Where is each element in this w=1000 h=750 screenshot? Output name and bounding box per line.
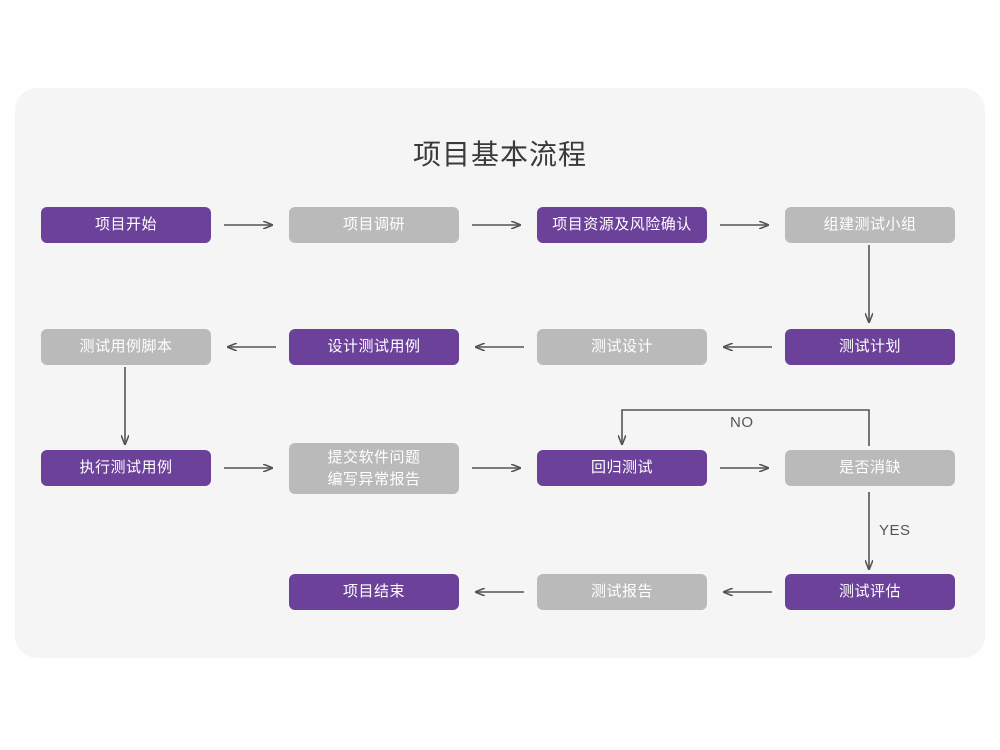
node-design-test-case[interactable]: 设计测试用例 [289, 329, 459, 365]
node-project-research[interactable]: 项目调研 [289, 207, 459, 243]
node-test-case-script[interactable]: 测试用例脚本 [41, 329, 211, 365]
edge-label-yes: YES [879, 522, 911, 539]
node-submit-issue-report[interactable]: 提交软件问题 编写异常报告 [289, 443, 459, 494]
page-title: 项目基本流程 [412, 139, 587, 170]
node-test-report[interactable]: 测试报告 [537, 574, 707, 610]
node-resource-risk-confirm[interactable]: 项目资源及风险确认 [537, 207, 707, 243]
node-project-start[interactable]: 项目开始 [41, 207, 211, 243]
node-test-design[interactable]: 测试设计 [537, 329, 707, 365]
node-test-plan[interactable]: 测试计划 [785, 329, 955, 365]
node-defect-cleared-decision[interactable]: 是否消缺 [785, 450, 955, 486]
node-test-evaluation[interactable]: 测试评估 [785, 574, 955, 610]
node-project-end[interactable]: 项目结束 [289, 574, 459, 610]
node-execute-test-case[interactable]: 执行测试用例 [41, 450, 211, 486]
edge-label-no: NO [730, 414, 754, 431]
diagram-card [15, 88, 985, 658]
node-build-test-team[interactable]: 组建测试小组 [785, 207, 955, 243]
node-regression-test[interactable]: 回归测试 [537, 450, 707, 486]
